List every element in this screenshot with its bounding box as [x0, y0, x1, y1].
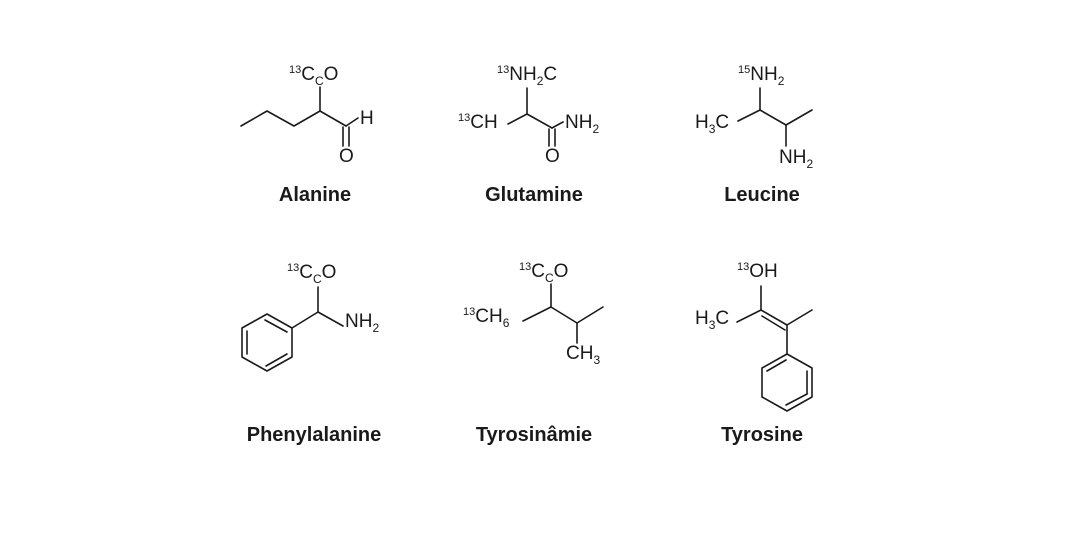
molecule-name-tyrosine: Tyrosine [721, 424, 803, 446]
tyrosine-structure: 13OH H3C [695, 261, 813, 412]
molecule-name-glutamine: Glutamine [485, 184, 583, 206]
svg-text:NH2: NH2 [345, 311, 379, 335]
molecule-name-leucine: Leucine [724, 184, 800, 206]
svg-text:H: H [360, 108, 374, 129]
svg-text:13CCO: 13CCO [289, 64, 338, 88]
svg-text:NH2: NH2 [565, 112, 599, 136]
svg-text:CH3: CH3 [566, 343, 600, 367]
svg-text:15NH2: 15NH2 [738, 64, 785, 88]
molecule-name-alanine: Alanine [278, 184, 352, 206]
svg-text:13CCO: 13CCO [519, 261, 568, 285]
svg-text:O: O [545, 146, 560, 167]
leucine-structure: 15NH2 H3C NH2 [695, 64, 813, 171]
svg-text:13OH: 13OH [737, 261, 778, 282]
molecule-name-tyrosinamie: Tyrosinâmie [475, 424, 593, 446]
svg-text:13CH: 13CH [458, 112, 498, 133]
svg-text:H3C: H3C [695, 308, 729, 332]
tyrosinamie-structure: 13CCO 13CH6 CH3 [463, 261, 604, 367]
svg-text:13CCO: 13CCO [287, 262, 336, 286]
phenylalanine-structure: 13CCO NH2 [241, 262, 379, 372]
alanine-structure: 13CCO H O [240, 64, 374, 167]
svg-text:13NH2C: 13NH2C [497, 64, 557, 88]
svg-text:13CH6: 13CH6 [463, 306, 510, 330]
svg-text:O: O [339, 146, 354, 167]
molecule-name-phenylalanine: Phenylalanine [246, 424, 382, 446]
svg-text:NH2: NH2 [779, 147, 813, 171]
svg-text:H3C: H3C [695, 112, 729, 136]
glutamine-structure: 13NH2C 13CH NH2 O [458, 64, 599, 167]
